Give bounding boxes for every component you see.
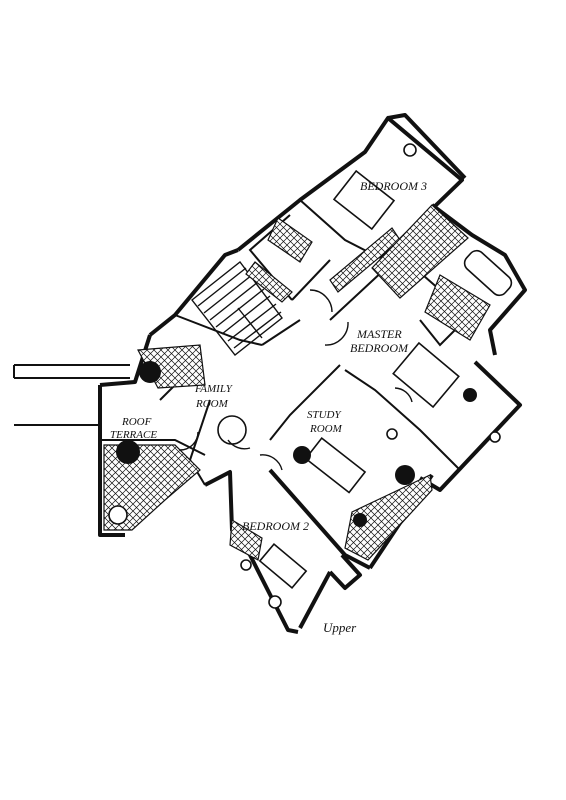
label-family-line2: ROOM bbox=[195, 398, 229, 410]
walkway bbox=[13, 364, 130, 426]
label-bedroom3: BEDROOM 3 bbox=[360, 179, 427, 193]
bathtub bbox=[463, 249, 513, 297]
label-roof-line2: TERRACE bbox=[110, 429, 157, 441]
staircase bbox=[191, 261, 283, 356]
label-study-line2: ROOM bbox=[309, 423, 343, 435]
master-bed bbox=[392, 341, 460, 409]
bed-2-desk bbox=[258, 542, 308, 590]
round-table bbox=[217, 415, 247, 445]
doors bbox=[179, 289, 413, 471]
plants bbox=[116, 361, 477, 527]
study-desk bbox=[304, 437, 367, 494]
room-labels: BEDROOM 3 MASTER BEDROOM FAMILY ROOM ROO… bbox=[110, 179, 427, 635]
label-family-line1: FAMILY bbox=[194, 383, 234, 395]
label-bedroom2: BEDROOM 2 bbox=[242, 519, 309, 533]
label-master-line2: BEDROOM bbox=[350, 341, 409, 355]
label-study-line1: STUDY bbox=[307, 409, 343, 421]
tiled-areas bbox=[103, 204, 491, 561]
label-roof-line1: ROOF bbox=[121, 416, 152, 428]
bed-3 bbox=[332, 169, 396, 231]
label-master-line1: MASTER bbox=[356, 327, 402, 341]
interior-walls bbox=[100, 199, 471, 486]
floor-label: Upper bbox=[323, 620, 357, 635]
furniture bbox=[108, 143, 513, 609]
